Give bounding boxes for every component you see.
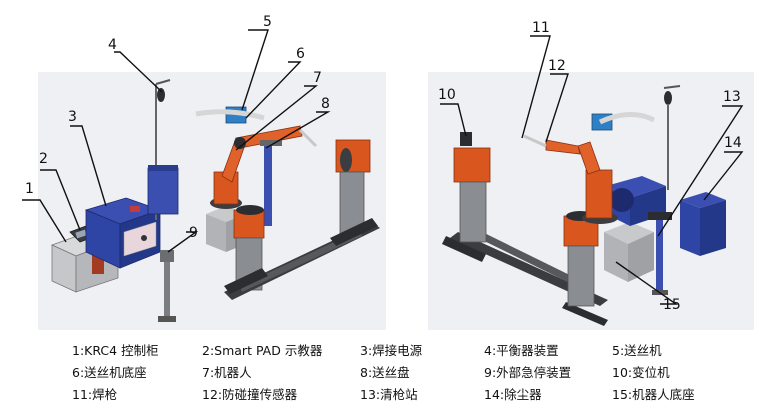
callout-13: 13 [723, 89, 741, 105]
callout-1: 1 [25, 181, 34, 197]
callout-numbers: 1 2 3 4 5 6 7 8 9 10 11 12 13 14 15 [25, 14, 742, 313]
right-robot [523, 112, 656, 224]
callout-15: 15 [663, 297, 681, 313]
left-workcell [50, 79, 380, 322]
callout-2: 2 [39, 151, 48, 167]
right-positioner-tailstock [563, 211, 599, 307]
callout-5: 5 [263, 14, 272, 30]
callout-7: 7 [313, 70, 322, 86]
callout-6: 6 [296, 46, 305, 62]
wire-spool-stand [260, 140, 282, 226]
right-balancer [663, 85, 681, 190]
callout-10: 10 [438, 87, 456, 103]
tall-blue-unit [147, 165, 179, 215]
callout-9: 9 [189, 225, 198, 241]
callout-4: 4 [108, 37, 117, 53]
callout-12: 12 [548, 58, 566, 74]
welding-power-source [84, 197, 162, 269]
callout-8: 8 [321, 96, 330, 112]
left-wire-feeder [195, 106, 265, 124]
right-robot-base [604, 222, 654, 282]
left-positioner-rails [224, 218, 380, 300]
callout-14: 14 [724, 135, 742, 151]
right-positioner-headstock [453, 132, 491, 243]
right-workcell [442, 85, 726, 326]
leader-lines [22, 29, 744, 305]
external-emergency-stop [158, 250, 176, 322]
left-robot [210, 125, 318, 209]
callout-11: 11 [532, 20, 550, 36]
left-positioner-tailstock [335, 139, 371, 235]
callout-3: 3 [68, 109, 77, 125]
dust-collector [680, 192, 726, 256]
